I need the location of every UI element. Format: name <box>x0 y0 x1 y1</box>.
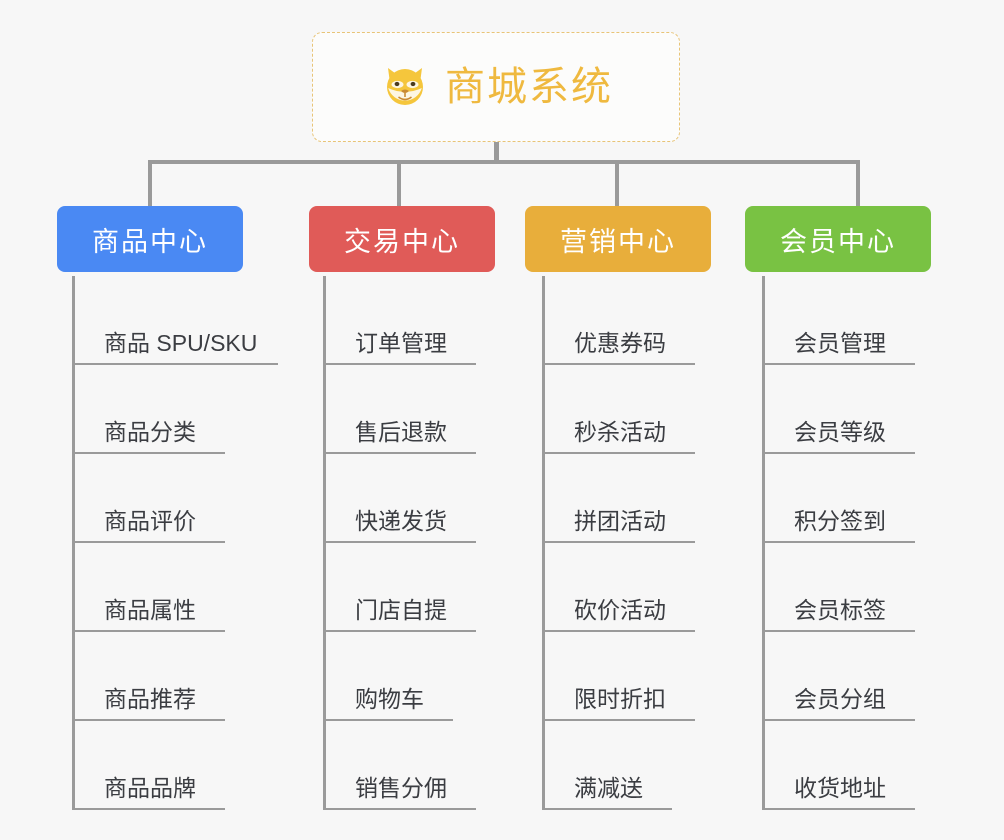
leaf-underline <box>323 630 476 632</box>
leaf-underline <box>323 363 476 365</box>
leaf-spine <box>323 276 326 810</box>
leaf-item[interactable]: 售后退款 <box>323 365 476 454</box>
leaf-item[interactable]: 积分签到 <box>762 454 915 543</box>
leaf-item[interactable]: 满减送 <box>542 721 672 810</box>
category-label: 营销中心 <box>560 226 676 257</box>
leaf-label: 优惠券码 <box>574 330 666 356</box>
leaf-underline <box>72 808 225 810</box>
leaf-item[interactable]: 会员分组 <box>762 632 915 721</box>
connector-drop-4 <box>856 160 860 206</box>
leaf-underline <box>72 363 278 365</box>
category-box-3[interactable]: 会员中心 <box>745 206 931 272</box>
leaf-label: 会员标签 <box>794 597 886 623</box>
leaf-label: 砍价活动 <box>574 597 666 623</box>
leaf-item[interactable]: 拼团活动 <box>542 454 695 543</box>
leaf-underline <box>323 541 476 543</box>
leaf-label: 会员管理 <box>794 330 886 356</box>
leaf-label: 商品分类 <box>104 419 196 445</box>
leaf-item[interactable]: 砍价活动 <box>542 543 695 632</box>
leaf-item[interactable]: 商品属性 <box>72 543 257 632</box>
leaf-item[interactable]: 销售分佣 <box>323 721 476 810</box>
leaf-label: 商品品牌 <box>104 775 196 801</box>
leaf-item[interactable]: 限时折扣 <box>542 632 695 721</box>
leaf-item[interactable]: 优惠券码 <box>542 276 695 365</box>
leaf-column-0: 商品 SPU/SKU 商品分类 商品评价 商品属性 商品推荐 商品品牌 <box>72 276 278 810</box>
leaf-underline <box>72 719 225 721</box>
leaf-spine <box>72 276 75 810</box>
shiba-dog-icon <box>379 59 431 116</box>
leaf-item[interactable]: 会员等级 <box>762 365 915 454</box>
root-node[interactable]: 商城系统 <box>312 32 680 142</box>
leaf-item[interactable]: 会员管理 <box>762 276 915 365</box>
leaf-item[interactable]: 收货地址 <box>762 721 915 810</box>
leaf-underline <box>72 541 225 543</box>
category-label: 商品中心 <box>92 226 208 257</box>
leaf-item[interactable]: 购物车 <box>323 632 453 721</box>
leaf-item[interactable]: 商品推荐 <box>72 632 257 721</box>
leaf-label: 收货地址 <box>794 775 886 801</box>
connector-root-stem <box>494 142 499 162</box>
leaf-underline <box>762 719 915 721</box>
leaf-label: 限时折扣 <box>574 686 666 712</box>
leaf-item[interactable]: 商品评价 <box>72 454 257 543</box>
leaf-label: 商品评价 <box>104 508 196 534</box>
leaf-underline <box>542 808 672 810</box>
leaf-underline <box>542 630 695 632</box>
leaf-label: 秒杀活动 <box>574 419 666 445</box>
leaf-underline <box>72 630 225 632</box>
leaf-label: 售后退款 <box>355 419 447 445</box>
leaf-underline <box>72 452 225 454</box>
leaf-label: 拼团活动 <box>574 508 666 534</box>
leaf-label: 满减送 <box>574 775 643 801</box>
leaf-item[interactable]: 秒杀活动 <box>542 365 695 454</box>
leaf-underline <box>762 452 915 454</box>
leaf-item[interactable]: 商品品牌 <box>72 721 257 810</box>
leaf-underline <box>762 541 915 543</box>
category-label: 会员中心 <box>780 226 896 257</box>
leaf-label: 会员等级 <box>794 419 886 445</box>
leaf-underline <box>762 808 915 810</box>
leaf-column-3: 会员管理 会员等级 积分签到 会员标签 会员分组 收货地址 <box>762 276 915 810</box>
leaf-label: 快递发货 <box>355 508 447 534</box>
leaf-label: 购物车 <box>355 686 424 712</box>
leaf-underline <box>542 452 695 454</box>
category-box-2[interactable]: 营销中心 <box>525 206 711 272</box>
leaf-underline <box>542 363 695 365</box>
leaf-underline <box>323 719 453 721</box>
leaf-underline <box>542 719 695 721</box>
connector-bus <box>148 160 860 164</box>
leaf-item[interactable]: 门店自提 <box>323 543 476 632</box>
connector-drop-3 <box>615 160 619 206</box>
leaf-label: 商品 SPU/SKU <box>104 330 258 356</box>
category-box-1[interactable]: 交易中心 <box>309 206 495 272</box>
leaf-spine <box>762 276 765 810</box>
leaf-item[interactable]: 商品分类 <box>72 365 257 454</box>
leaf-spine <box>542 276 545 810</box>
leaf-column-2: 优惠券码 秒杀活动 拼团活动 砍价活动 限时折扣 满减送 <box>542 276 695 810</box>
leaf-column-1: 订单管理 售后退款 快递发货 门店自提 购物车 销售分佣 <box>323 276 476 810</box>
leaf-label: 积分签到 <box>794 508 886 534</box>
leaf-underline <box>762 363 915 365</box>
leaf-item[interactable]: 商品 SPU/SKU <box>72 276 278 365</box>
leaf-label: 销售分佣 <box>355 775 447 801</box>
leaf-label: 会员分组 <box>794 686 886 712</box>
root-title: 商城系统 <box>445 65 613 109</box>
connector-drop-1 <box>148 160 152 206</box>
leaf-underline <box>323 808 476 810</box>
leaf-item[interactable]: 订单管理 <box>323 276 476 365</box>
leaf-label: 商品推荐 <box>104 686 196 712</box>
category-label: 交易中心 <box>344 226 460 257</box>
leaf-label: 商品属性 <box>104 597 196 623</box>
leaf-underline <box>323 452 476 454</box>
leaf-label: 门店自提 <box>355 597 447 623</box>
category-box-0[interactable]: 商品中心 <box>57 206 243 272</box>
leaf-underline <box>762 630 915 632</box>
leaf-label: 订单管理 <box>355 330 447 356</box>
leaf-underline <box>542 541 695 543</box>
leaf-item[interactable]: 快递发货 <box>323 454 476 543</box>
connector-drop-2 <box>397 160 401 206</box>
leaf-item[interactable]: 会员标签 <box>762 543 915 632</box>
